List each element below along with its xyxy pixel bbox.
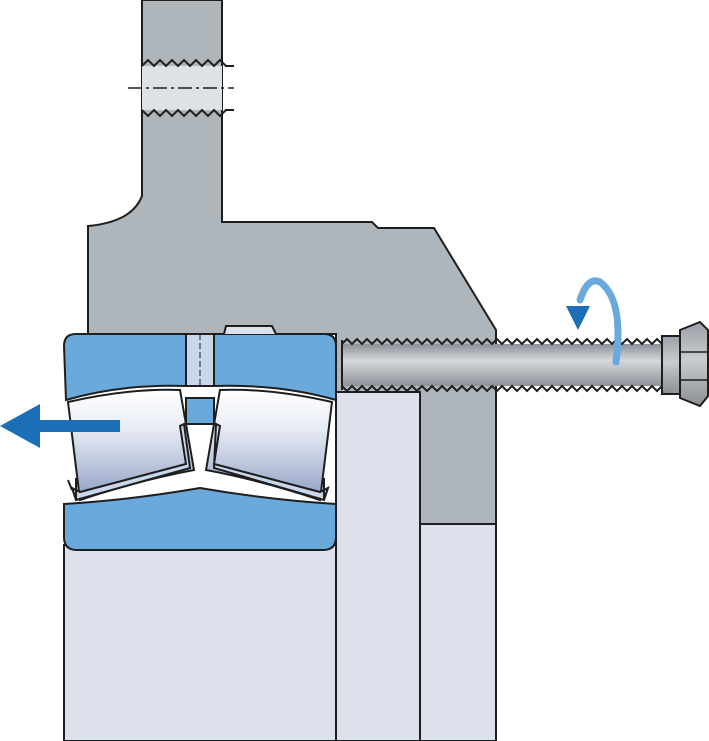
hex-head [661, 320, 709, 408]
bearing-inner-ring [63, 397, 337, 551]
cage [67, 422, 330, 502]
rotation-arrow [566, 277, 622, 366]
shaft-step [419, 523, 497, 741]
stem-thread-break [128, 58, 234, 118]
sleeve [335, 391, 421, 741]
motion-arrow [0, 404, 120, 448]
bearing-outer-ring [62, 325, 337, 402]
jacking-screw [341, 337, 709, 393]
shaft [63, 544, 337, 741]
housing-stem [87, 0, 497, 525]
